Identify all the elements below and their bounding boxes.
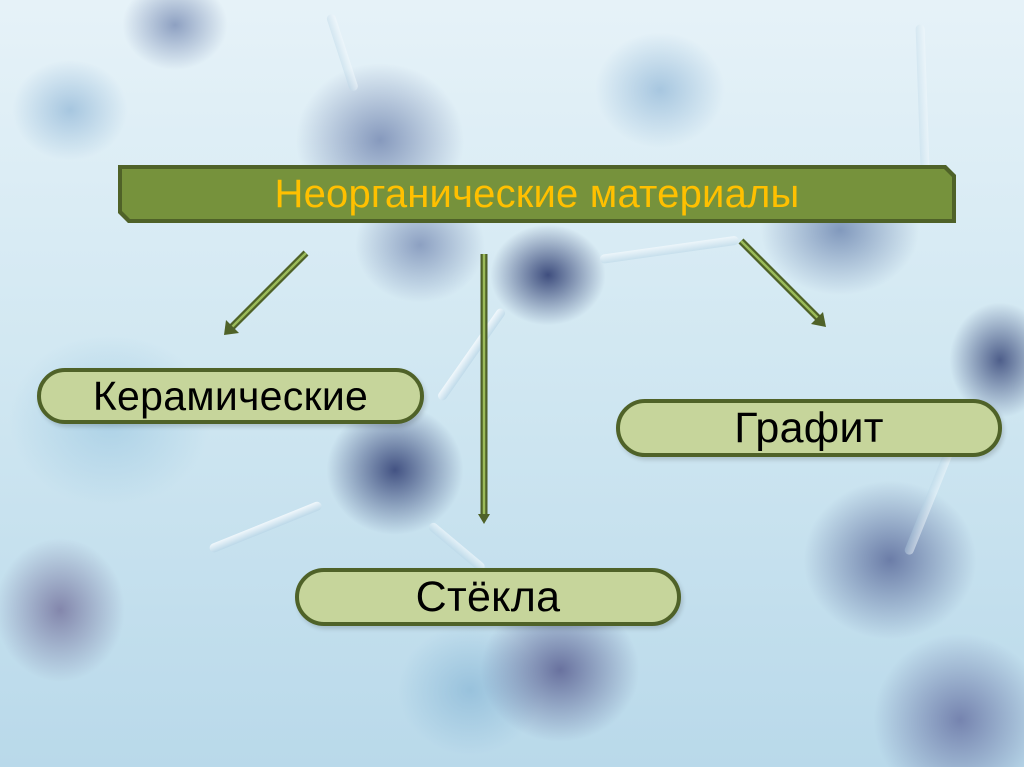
- title-banner-fill: Неорганические материалы: [122, 169, 952, 219]
- diagram-title: Неорганические материалы: [274, 172, 800, 216]
- background-bond: [599, 235, 740, 264]
- background-bond: [427, 521, 487, 573]
- arrow-to-ceramics: [224, 250, 309, 335]
- background-bond: [208, 500, 323, 554]
- arrow-to-graphite: [738, 238, 826, 327]
- node-graphite: Графит: [616, 399, 1002, 457]
- node-glass-label: Стёкла: [415, 572, 561, 621]
- node-ceramics-label: Керамические: [92, 372, 369, 419]
- background-bond: [436, 306, 507, 403]
- node-ceramics: Керамические: [37, 368, 424, 424]
- background-bond: [325, 13, 360, 92]
- title-banner: Неорганические материалы: [118, 165, 956, 223]
- node-graphite-label: Графит: [734, 403, 884, 452]
- arrow-to-glass: [478, 254, 490, 524]
- node-glass: Стёкла: [295, 568, 681, 626]
